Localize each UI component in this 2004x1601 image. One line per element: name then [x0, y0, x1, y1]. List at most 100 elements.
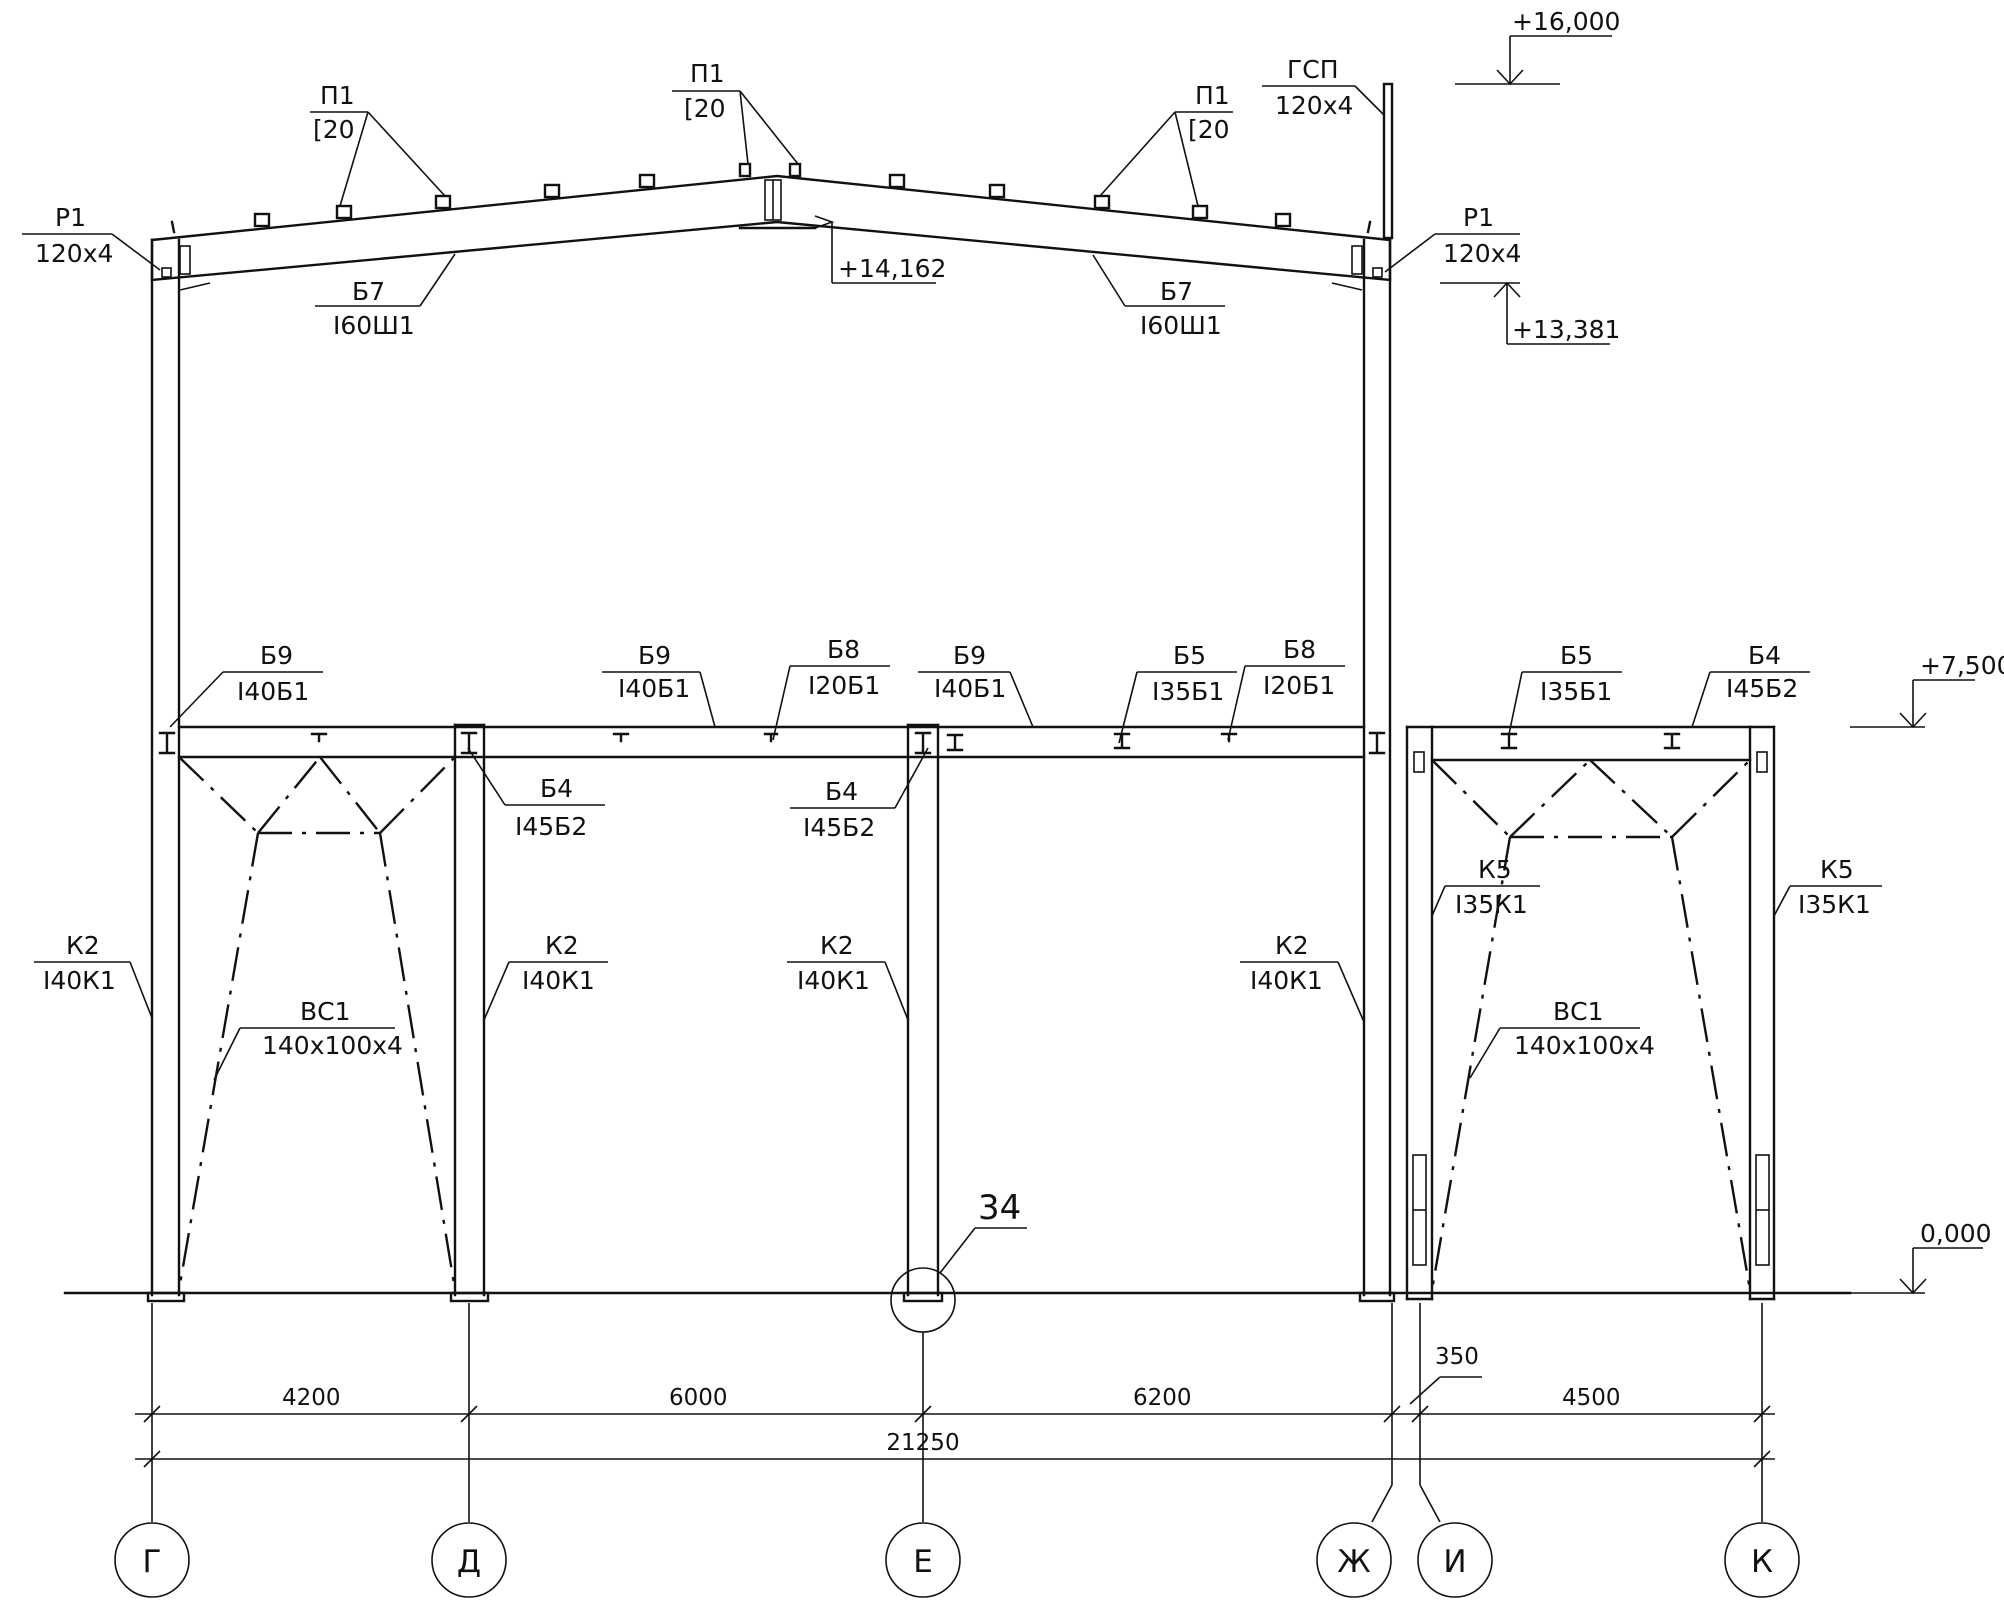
axis-bubble-E: Е — [885, 1522, 961, 1598]
column-mark-1: К2 — [66, 931, 100, 960]
roof-purlins — [170, 162, 1372, 234]
column-G — [146, 238, 186, 1303]
axis-label-K: К — [1751, 1544, 1773, 1580]
beam-label-3: Б8 I20Б1 — [772, 635, 890, 741]
gable-post-section: 120х4 — [1275, 91, 1353, 120]
brace-mark-left: Р1 — [55, 203, 86, 232]
column-K — [1748, 725, 1776, 1301]
elevation-top: +16,000 — [1455, 7, 1620, 86]
axis-label-I: И — [1443, 1544, 1466, 1580]
floor-beams — [158, 725, 1768, 773]
axis-bubble-D: Д — [431, 1522, 507, 1598]
column-section-6: I35К1 — [1798, 890, 1871, 919]
elevation-ridge: +14,162 — [814, 215, 946, 284]
column-section-1: I40К1 — [43, 966, 116, 995]
elevation-eave: +13,381 — [1440, 281, 1620, 345]
beam-label-10: Б4 I45Б2 — [790, 747, 929, 842]
beam-label-7: Б5 I35Б1 — [1508, 641, 1622, 735]
bracing-section-right: 140х100х4 — [1514, 1031, 1655, 1060]
axis-bubble-K: К — [1724, 1522, 1800, 1598]
purlin-mark-left: П1 — [320, 81, 355, 110]
beam-mark-1: Б9 — [260, 641, 293, 670]
column-I — [1405, 725, 1434, 1301]
gable-post-label: ГСП 120х4 — [1262, 55, 1385, 120]
bracing-right — [1430, 759, 1752, 1291]
column-D — [449, 723, 490, 1303]
dimension-span-2: 6000 — [669, 1385, 728, 1411]
beam-label-5: Б5 I35Б1 — [1118, 641, 1237, 744]
column-E — [902, 723, 944, 1303]
roof-rafters — [150, 174, 1392, 291]
bracing-mark-left: ВС1 — [300, 997, 351, 1026]
column-label-3: К2 I40К1 — [787, 931, 909, 1021]
beam-mark-5: Б5 — [1173, 641, 1206, 670]
axis-label-D: Д — [457, 1544, 481, 1580]
rafter-label-right: Б7 I60Ш1 — [1092, 254, 1225, 340]
beam-mark-2: Б9 — [638, 641, 671, 670]
column-mark-6: К5 — [1820, 855, 1854, 884]
gable-post — [1382, 82, 1394, 240]
beam-label-2: Б9 I40Б1 — [602, 641, 716, 728]
purlin-label-center: П1 [20 — [672, 59, 799, 165]
node-callout-label: 34 — [978, 1188, 1021, 1228]
column-label-5: К5 I35К1 — [1431, 855, 1540, 919]
beam-section-10: I45Б2 — [803, 813, 875, 842]
bracing-left — [177, 756, 457, 1291]
dimension-span-1: 4200 — [282, 1385, 341, 1411]
rafter-section-left: I60Ш1 — [333, 311, 415, 340]
axis-bubble-Zh: Ж — [1316, 1522, 1392, 1598]
elevation-eave-label: +13,381 — [1512, 315, 1620, 344]
column-section-4: I40К1 — [1250, 966, 1323, 995]
brace-mark-right: Р1 — [1463, 203, 1494, 232]
beam-mark-8: Б4 — [1748, 641, 1781, 670]
dimension-total: 21250 — [886, 1430, 959, 1456]
column-Zh — [1358, 238, 1396, 1303]
dimension-chain: 4200 6000 6200 4500 350 21250 — [135, 1344, 1775, 1468]
elevation-floor: +7,500 — [1850, 651, 2004, 729]
brace-label-left: Р1 120х4 — [22, 203, 161, 271]
brace-section-left: 120х4 — [35, 239, 113, 268]
purlin-label-right: П1 [20 — [1099, 81, 1233, 207]
column-mark-5: К5 — [1478, 855, 1512, 884]
column-mark-3: К2 — [820, 931, 854, 960]
beam-section-9: I45Б2 — [515, 812, 587, 841]
beam-mark-3: Б8 — [827, 635, 860, 664]
elevation-top-label: +16,000 — [1512, 7, 1620, 36]
rafter-label-left: Б7 I60Ш1 — [315, 253, 456, 340]
beam-mark-7: Б5 — [1560, 641, 1593, 670]
elevation-ground-label: 0,000 — [1920, 1219, 1992, 1248]
beam-mark-10: Б4 — [825, 777, 858, 806]
beam-mark-6: Б8 — [1283, 635, 1316, 664]
rafter-mark-left: Б7 — [352, 277, 385, 306]
beam-section-8: I45Б2 — [1726, 674, 1798, 703]
purlin-section-right: [20 — [1188, 115, 1230, 144]
rafter-mark-right: Б7 — [1160, 277, 1193, 306]
axis-label-E: Е — [913, 1544, 933, 1580]
bracing-mark-right: ВС1 — [1553, 997, 1604, 1026]
beam-label-6: Б8 I20Б1 — [1227, 635, 1345, 741]
axis-bubble-G: Г — [114, 1522, 190, 1598]
axis-bubble-I: И — [1417, 1522, 1493, 1598]
elevation-floor-label: +7,500 — [1920, 651, 2004, 680]
column-mark-4: К2 — [1275, 931, 1309, 960]
beam-label-9: Б4 I45Б2 — [467, 747, 605, 841]
beam-label-4: Б9 I40Б1 — [918, 641, 1034, 728]
rafter-section-right: I60Ш1 — [1140, 311, 1222, 340]
beam-label-1: Б9 I40Б1 — [169, 641, 323, 728]
elevation-ground: 0,000 — [1850, 1219, 1992, 1295]
axis-label-Zh: Ж — [1337, 1544, 1370, 1580]
column-label-2: К2 I40К1 — [483, 931, 608, 1021]
node-callout-34: 34 — [890, 1188, 1027, 1333]
column-label-1: К2 I40К1 — [34, 931, 153, 1019]
dimension-span-4: 4500 — [1562, 1385, 1621, 1411]
column-label-4: К2 I40К1 — [1240, 931, 1365, 1023]
dimension-span-3: 6200 — [1133, 1385, 1192, 1411]
brace-label-right: Р1 120х4 — [1384, 203, 1521, 273]
beam-section-7: I35Б1 — [1540, 677, 1612, 706]
column-section-3: I40К1 — [797, 966, 870, 995]
beam-section-2: I40Б1 — [618, 674, 690, 703]
bracing-section-left: 140х100х4 — [262, 1031, 403, 1060]
beam-section-4: I40Б1 — [934, 674, 1006, 703]
beam-section-1: I40Б1 — [237, 677, 309, 706]
